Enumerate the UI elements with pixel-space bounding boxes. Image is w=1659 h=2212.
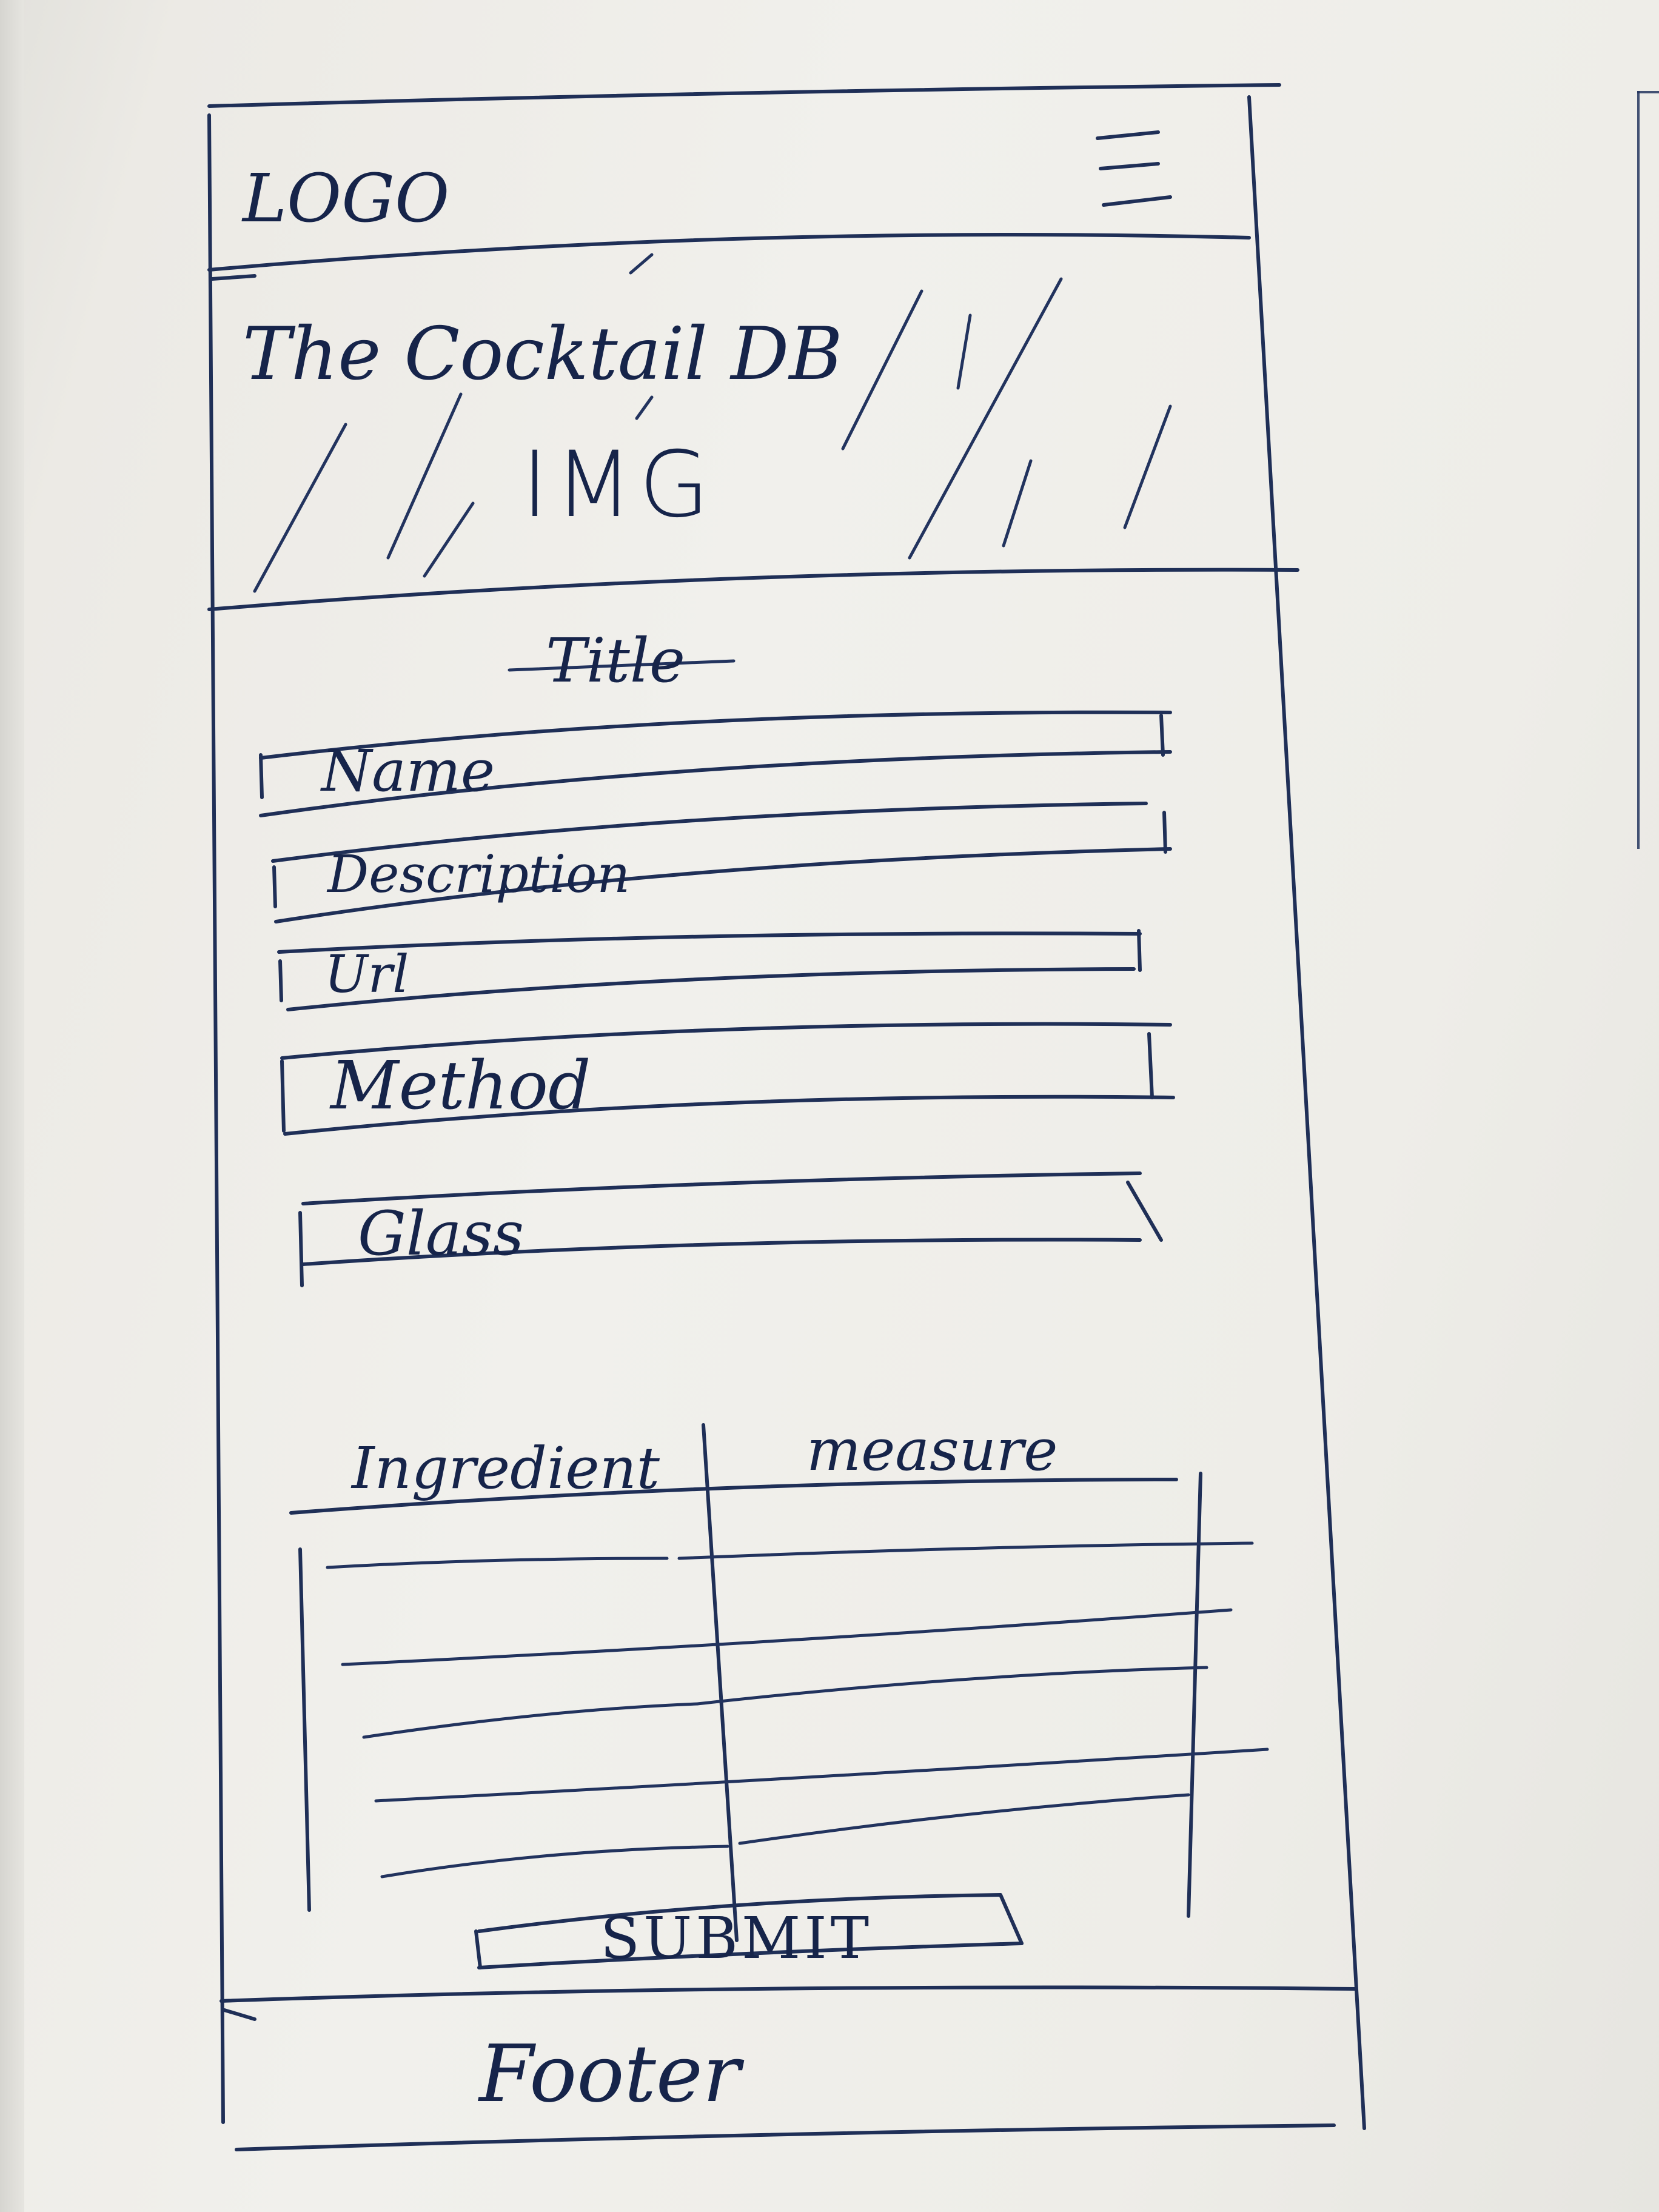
page-frame <box>207 83 1366 2151</box>
method-field-label: Method <box>330 1047 591 1124</box>
glass-field-label: Glass <box>358 1198 525 1269</box>
description-field-label: Description <box>327 845 631 905</box>
submit-button-label[interactable]: SUBMIT <box>600 1905 873 1972</box>
method-field-box[interactable] <box>280 1022 1175 1136</box>
logo[interactable]: LOGO <box>243 159 450 237</box>
form-title: Title <box>546 625 686 696</box>
url-field-box[interactable] <box>277 929 1142 1011</box>
glass-field-box[interactable] <box>298 1171 1163 1287</box>
description-field-box[interactable] <box>271 802 1172 923</box>
submit-button-box[interactable] <box>474 1893 1024 1969</box>
name-field-box[interactable] <box>259 710 1172 817</box>
hero-heading: The Cocktail DB <box>243 312 843 397</box>
hero-image-label: IMG <box>521 432 716 538</box>
adjacent-sketch-top <box>1637 91 1659 93</box>
header-bar <box>207 233 1251 281</box>
hamburger-menu-icon[interactable] <box>1096 130 1172 207</box>
adjacent-sketch-edge <box>1637 91 1640 849</box>
ingredient-column-header: Ingredient <box>352 1435 660 1502</box>
footer-bar <box>220 1985 1357 2021</box>
footer-label: Footer <box>479 2028 740 2120</box>
paper-edge <box>0 0 24 2212</box>
hero-image-placeholder <box>207 253 1299 611</box>
title-underline <box>508 659 736 672</box>
name-field-label: Name <box>321 738 495 805</box>
measure-column-header: measure <box>806 1417 1058 1484</box>
ingredients-table[interactable] <box>289 1423 1269 1942</box>
url-field-label: Url <box>324 945 409 1005</box>
